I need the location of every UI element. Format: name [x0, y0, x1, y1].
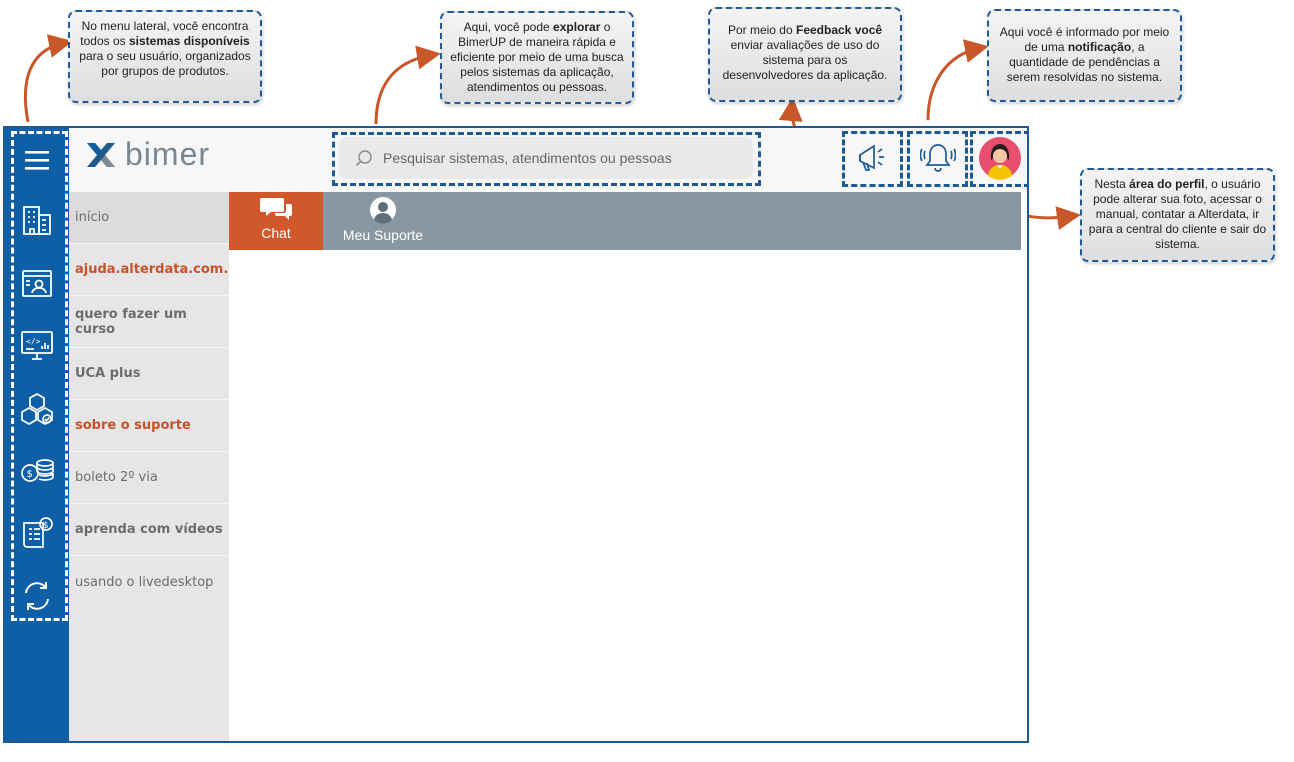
svg-text:$: $	[43, 521, 49, 531]
tabs-bar: Chat Meu Suporte	[229, 192, 1021, 250]
subnav-item-curso[interactable]: quero fazer um curso	[69, 296, 229, 348]
arrow-notification	[926, 39, 989, 121]
profile-highlight	[970, 131, 1027, 187]
monitor-code-icon[interactable]: </>	[5, 320, 69, 370]
bell-icon	[920, 144, 956, 172]
tab-meu-suporte[interactable]: Meu Suporte	[333, 192, 433, 250]
svg-text:$: $	[27, 469, 33, 480]
boxes-icon[interactable]	[5, 384, 69, 434]
building-icon[interactable]	[5, 195, 69, 245]
profile-button[interactable]	[973, 128, 1027, 188]
feedback-highlight	[842, 131, 903, 187]
callout-menu: No menu lateral, você encontra todos os …	[68, 10, 262, 103]
sync-icon[interactable]	[5, 571, 69, 621]
tab-chat[interactable]: Chat	[229, 192, 323, 250]
product-rail: </> $ $	[5, 128, 69, 741]
subnav-item-sobre-suporte[interactable]: sobre o suporte	[69, 400, 229, 452]
search-input[interactable]	[383, 146, 723, 170]
svg-text:</>: </>	[26, 337, 41, 346]
subnav-item-videos[interactable]: aprenda com vídeos	[69, 504, 229, 556]
avatar	[979, 137, 1021, 180]
subnav-item-livedesktop[interactable]: usando o livedesktop	[75, 574, 214, 590]
bimer-logo-icon	[87, 142, 115, 167]
invoice-icon[interactable]: $	[5, 508, 69, 558]
arrow-menu	[23, 34, 73, 123]
main-content	[229, 250, 1027, 741]
callout-search: Aqui, você pode explorar o BimerUP de ma…	[440, 11, 634, 104]
subnav-item-uca-plus[interactable]: UCA plus	[69, 348, 229, 400]
callout-feedback: Por meio do Feedback você enviar avaliaç…	[708, 7, 902, 102]
search-icon	[355, 150, 372, 167]
tab-chat-label: Chat	[261, 225, 291, 241]
app-window: </> $ $ bimer	[3, 126, 1029, 743]
feedback-button[interactable]	[845, 128, 901, 188]
callout-profile: Nesta área do perfil, o usuário pode alt…	[1080, 168, 1275, 262]
notification-button[interactable]	[910, 128, 966, 188]
menu-icon[interactable]	[5, 135, 69, 185]
chat-icon	[260, 198, 292, 220]
bimer-logo[interactable]: bimer	[83, 136, 210, 173]
support-user-icon	[370, 197, 396, 224]
subnav-item-ajuda[interactable]: ajuda.alterdata.com.br	[69, 244, 244, 296]
arrow-search	[374, 45, 441, 125]
tab-meu-suporte-label: Meu Suporte	[342, 227, 424, 243]
logo-text: bimer	[125, 136, 211, 172]
subnav-item-boleto[interactable]: boleto 2º via	[69, 452, 229, 504]
subnav-item-inicio[interactable]: início	[69, 192, 229, 244]
top-header: bimer	[69, 128, 1027, 192]
coins-icon[interactable]: $	[5, 446, 69, 496]
search-highlight	[332, 132, 761, 186]
rail-highlight	[11, 131, 68, 621]
user-card-icon[interactable]	[5, 258, 69, 308]
megaphone-icon	[859, 144, 884, 171]
callout-notification: Aqui você é informado por meio de uma no…	[987, 9, 1182, 102]
subnav: início ajuda.alterdata.com.br quero faze…	[69, 192, 244, 741]
notification-highlight	[907, 131, 968, 187]
search-box	[339, 137, 753, 179]
